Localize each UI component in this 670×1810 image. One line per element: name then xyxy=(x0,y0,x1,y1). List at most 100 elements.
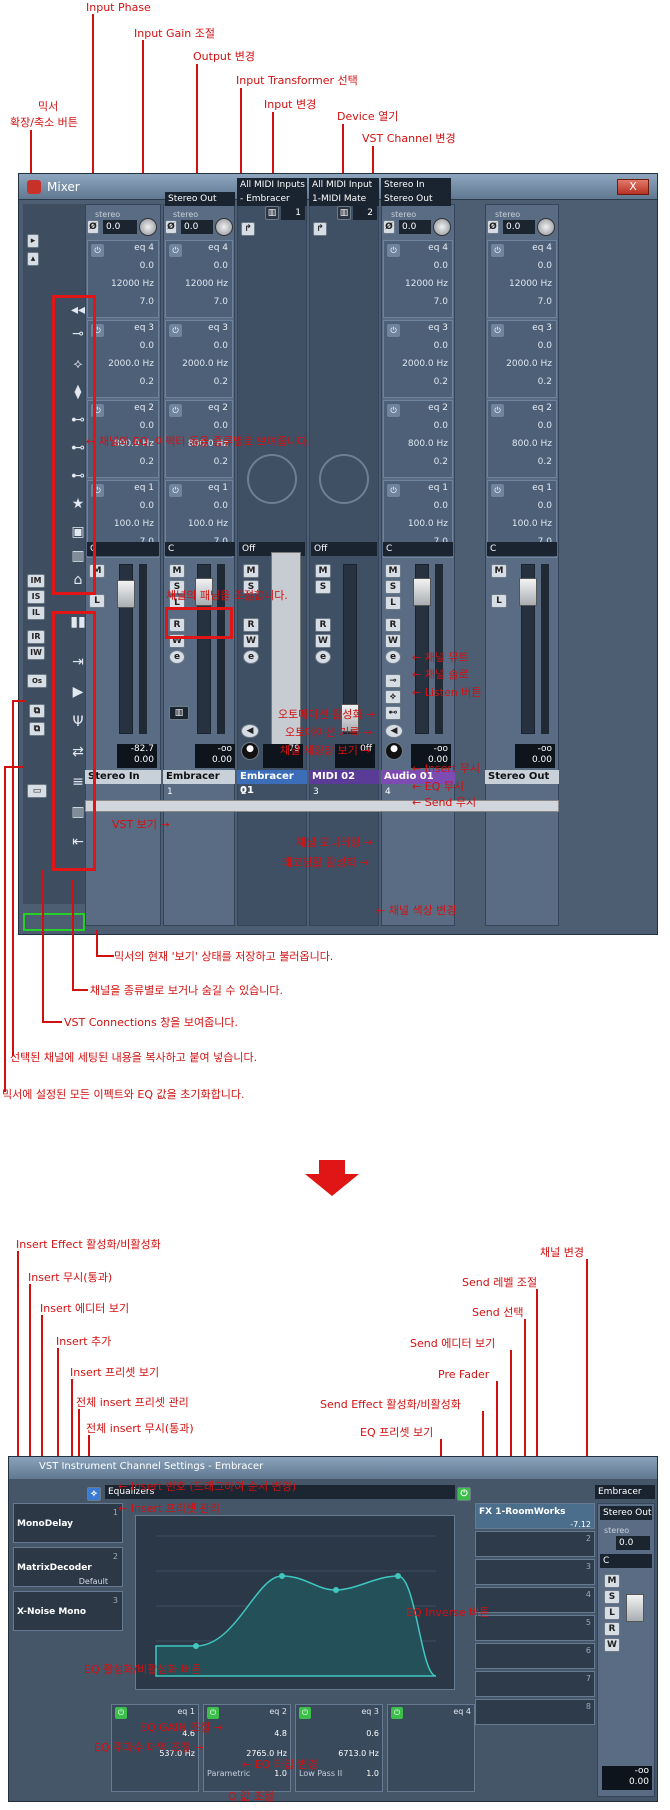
send-slot-3[interactable]: 3 xyxy=(475,1559,595,1585)
routing-icon[interactable]: ⌂ xyxy=(73,572,83,588)
pan-4[interactable]: Off xyxy=(311,542,377,556)
rack-collapse-icon[interactable]: ◂◂ xyxy=(70,302,86,318)
group-channels-icon[interactable]: ≡ xyxy=(72,774,84,790)
solo-button-2[interactable]: S xyxy=(169,580,185,594)
send-rack-2-icon[interactable]: ⊷ xyxy=(71,440,85,456)
phase-button-2[interactable]: Ø xyxy=(165,220,177,234)
midi-channel-2[interactable]: 2 xyxy=(353,206,377,220)
collapse-icon[interactable]: ▴ xyxy=(27,252,39,266)
phase-button-1[interactable]: Ø xyxy=(87,220,99,234)
edit-button-2[interactable]: e xyxy=(169,650,185,664)
send-slot-4[interactable]: 4 xyxy=(475,1587,595,1613)
insert-slot-3[interactable]: 3 X-Noise Mono xyxy=(13,1591,123,1631)
view-l-button[interactable]: IL xyxy=(27,606,45,620)
fader-1[interactable] xyxy=(117,580,135,608)
star-icon[interactable]: ★ xyxy=(71,496,85,512)
gain-knob-4[interactable] xyxy=(537,218,555,236)
meter-icon[interactable]: ▥ xyxy=(71,548,85,564)
gain-value-1[interactable]: 0.0 xyxy=(103,220,137,234)
insert-rack-icon[interactable]: ⊸ xyxy=(72,326,84,342)
channel-name-1[interactable]: Stereo In xyxy=(85,770,161,784)
eq-bypass-icon[interactable]: ⟡ xyxy=(385,690,401,704)
gain-knob-3[interactable] xyxy=(433,218,451,236)
right-mute[interactable]: M xyxy=(604,1574,620,1588)
mute-button-3[interactable]: M xyxy=(243,564,259,578)
fx-channels-icon[interactable]: ⇄ xyxy=(72,744,84,760)
solo-button-3[interactable]: S xyxy=(243,580,259,594)
output-routing-1[interactable]: - Embracer xyxy=(237,192,307,206)
gain-knob-2[interactable] xyxy=(215,218,233,236)
eq-curve-icon[interactable]: ⧫ xyxy=(74,384,82,400)
mute-button-6[interactable]: M xyxy=(491,564,507,578)
mute-button-5[interactable]: M xyxy=(385,564,401,578)
right-listen[interactable]: L xyxy=(604,1606,620,1620)
send-slot-5[interactable]: 5 xyxy=(475,1615,595,1641)
send-slot-7[interactable]: 7 xyxy=(475,1671,595,1697)
midi-channel-1[interactable]: 1 xyxy=(281,206,305,220)
expand-icon[interactable]: ▸ xyxy=(27,234,39,248)
insert-bypass-icon[interactable]: ⊸ xyxy=(385,674,401,688)
output-channels-icon[interactable]: ⇤ xyxy=(72,834,84,850)
solo-button-4[interactable]: S xyxy=(315,580,331,594)
mute-button-2[interactable]: M xyxy=(169,564,185,578)
listen-button-6[interactable]: L xyxy=(491,594,507,608)
send-rack-3-icon[interactable]: ⊷ xyxy=(71,468,85,484)
eq-rack-icon[interactable]: ⟡ xyxy=(73,356,83,372)
eq-graph[interactable] xyxy=(135,1515,455,1690)
fader-4[interactable] xyxy=(341,704,359,732)
view-w-button[interactable]: IW xyxy=(27,646,45,660)
eq-curve-svg[interactable] xyxy=(136,1516,456,1691)
input-transformer-icon[interactable]: ↱ xyxy=(241,222,255,236)
right-fader[interactable] xyxy=(626,1594,644,1622)
pan-6[interactable]: C xyxy=(487,542,557,556)
right-output[interactable]: Stereo Out xyxy=(600,1506,652,1520)
edit-button-4[interactable]: e xyxy=(315,650,331,664)
input-routing-3[interactable]: Stereo In xyxy=(381,178,451,192)
edit-button-5[interactable]: e xyxy=(385,650,401,664)
midi-volume-bar[interactable] xyxy=(271,552,301,752)
output-routing-2[interactable]: 1-MIDI Mate xyxy=(309,192,379,206)
eq-onoff-icon[interactable]: ⏻ xyxy=(457,1487,471,1501)
gain-knob-1[interactable] xyxy=(139,218,157,236)
vst-instruments-icon[interactable]: ▥ xyxy=(71,804,85,820)
insert-slot-2[interactable]: 2 MatrixDecoder Default xyxy=(13,1547,123,1587)
channel-name-6[interactable]: Stereo Out xyxy=(485,770,559,784)
channel-name-4[interactable]: MIDI 02 xyxy=(309,770,379,784)
read-button-4[interactable]: R xyxy=(315,618,331,632)
output-routing[interactable]: Stereo Out xyxy=(165,192,235,206)
gain-value-3[interactable]: 0.0 xyxy=(399,220,431,234)
phase-button-4[interactable]: Ø xyxy=(487,220,499,234)
right-pan[interactable]: C xyxy=(600,1554,652,1568)
send-slot-1[interactable]: FX 1-RoomWorks -7.12 xyxy=(475,1503,595,1529)
right-gain[interactable]: 0.0 xyxy=(616,1536,650,1550)
paste-icon[interactable]: ⧉ xyxy=(29,722,45,736)
record-button-5[interactable]: ● xyxy=(385,742,403,760)
pan-5[interactable]: C xyxy=(383,542,453,556)
vst-instrument-icon[interactable]: ▥ xyxy=(169,706,189,720)
monitor-button-3[interactable]: ◀ xyxy=(241,724,259,738)
right-read[interactable]: R xyxy=(604,1622,620,1636)
send-bypass-icon[interactable]: ⊷ xyxy=(385,706,401,720)
read-button-2[interactable]: R xyxy=(169,618,185,632)
right-write[interactable]: W xyxy=(604,1638,620,1652)
send-slot-8[interactable]: 8 xyxy=(475,1699,595,1725)
gain-value-2[interactable]: 0.0 xyxy=(181,220,213,234)
channel-name-header[interactable]: Embracer xyxy=(595,1485,655,1499)
write-button-3[interactable]: W xyxy=(243,634,259,648)
read-button-5[interactable]: R xyxy=(385,618,401,632)
vst-connections-icon[interactable]: ▭ xyxy=(27,784,47,798)
input-routing-1[interactable]: All MIDI Inputs xyxy=(237,178,307,192)
eq-bypass-toggle-icon[interactable]: ⟡ xyxy=(87,1487,101,1501)
input-transformer-icon-2[interactable]: ↱ xyxy=(313,222,327,236)
output-routing-3[interactable]: Stereo Out xyxy=(381,192,451,206)
midi-device-icon-1[interactable]: ▥ xyxy=(265,206,279,220)
fader-2[interactable] xyxy=(195,578,213,606)
read-button-3[interactable]: R xyxy=(243,618,259,632)
send-slot-2[interactable]: 2 xyxy=(475,1531,595,1557)
right-solo[interactable]: S xyxy=(604,1590,620,1604)
midi-device-icon-2[interactable]: ▥ xyxy=(337,206,351,220)
edit-button-3[interactable]: e xyxy=(243,650,259,664)
view-i-button[interactable]: IM xyxy=(27,574,45,588)
listen-button-5[interactable]: L xyxy=(385,596,401,610)
phase-button-3[interactable]: Ø xyxy=(383,220,395,234)
